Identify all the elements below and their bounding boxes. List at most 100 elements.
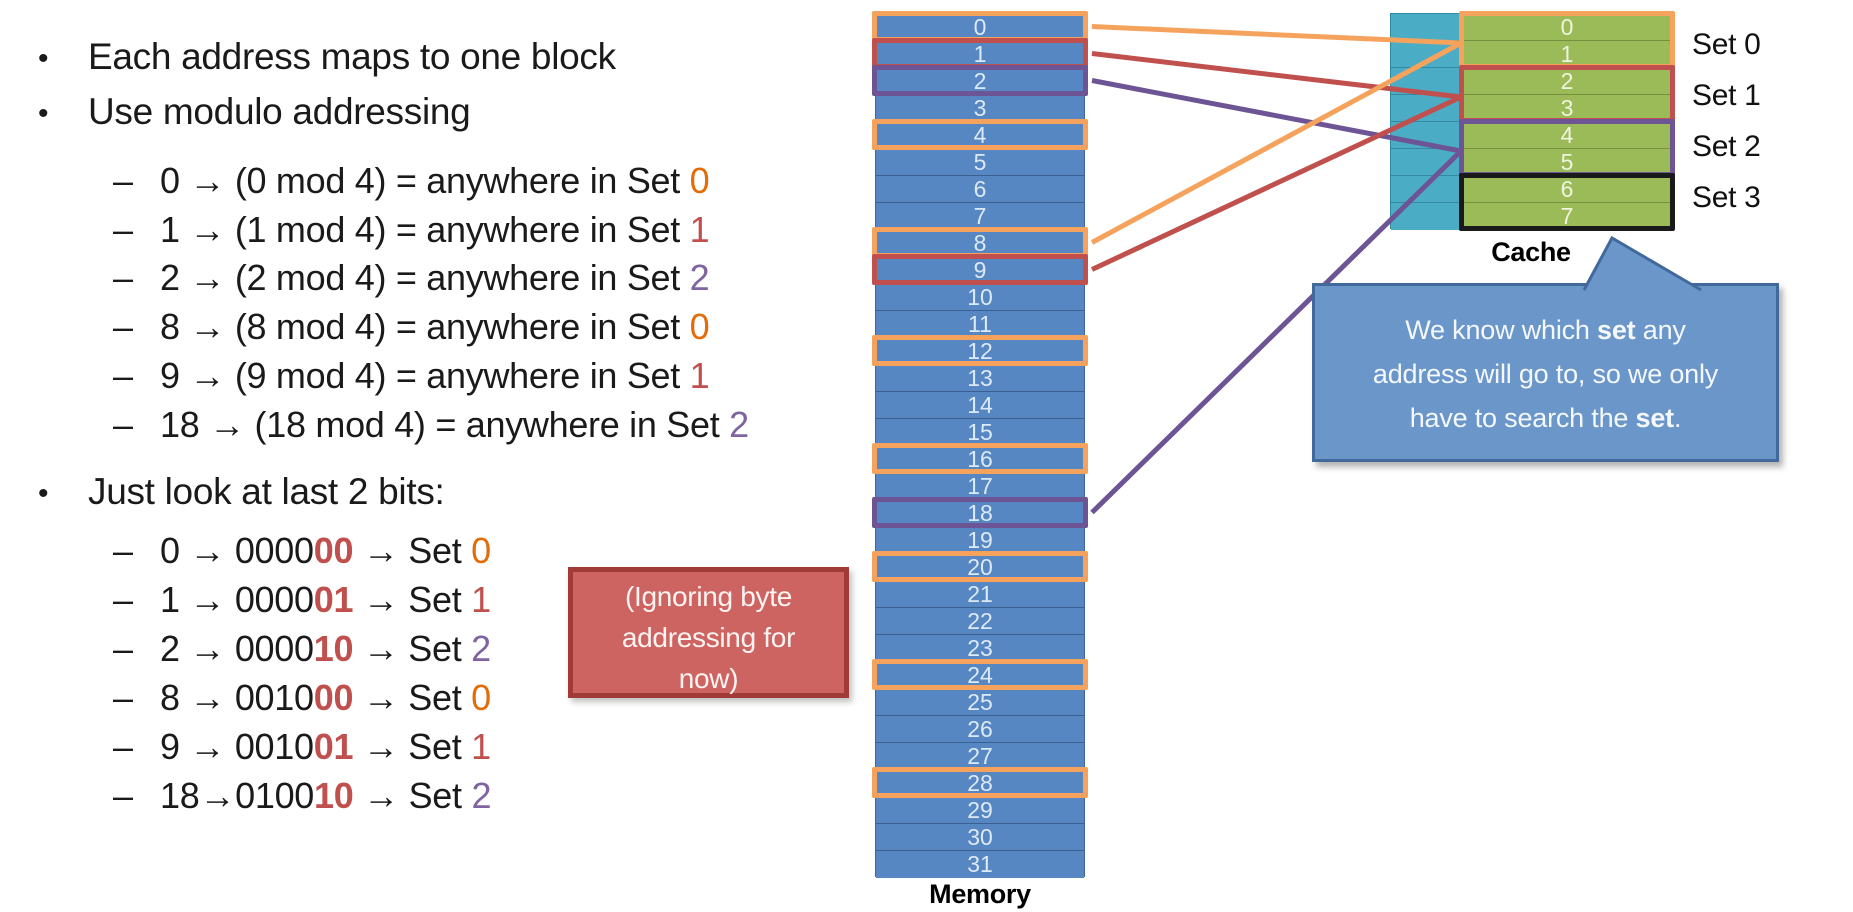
cache-row-number: 2 xyxy=(1560,68,1574,94)
memory-row-number: 5 xyxy=(973,149,987,175)
memory-row-28: 28 xyxy=(876,770,1084,797)
memory-row-number: 3 xyxy=(973,95,987,121)
memory-row-number: 30 xyxy=(967,824,993,850)
memory-row-number: 25 xyxy=(967,689,993,715)
memory-row-22: 22 xyxy=(876,608,1084,635)
memory-row-number: 24 xyxy=(967,662,993,688)
bubble-line-0: We know which set any xyxy=(1315,308,1776,352)
cache-row-7: 7 xyxy=(1463,203,1671,230)
bits-item-prefix: 0 → 0000 xyxy=(160,530,314,571)
memory-row-number: 23 xyxy=(967,635,993,661)
memory-row-17: 17 xyxy=(876,473,1084,500)
memory-row-31: 31 xyxy=(876,851,1084,878)
modulo-item-4: 9 → (9 mod 4) = anywhere in Set 1 xyxy=(113,354,710,397)
cache-tag-row-3 xyxy=(1391,95,1459,122)
memory-row-27: 27 xyxy=(876,743,1084,770)
cache-row-2: 2 xyxy=(1463,68,1671,95)
cache-set-outline-2 xyxy=(1459,119,1675,177)
bits-item-0: 0 → 000000 → Set 0 xyxy=(113,530,491,572)
memory-row-number: 13 xyxy=(967,365,993,391)
cache-tag-row-4 xyxy=(1391,122,1459,149)
set-label-0: Set 0 xyxy=(1692,28,1761,61)
memory-row-number: 4 xyxy=(973,122,987,148)
modulo-item-text: 9 → (9 mod 4) = anywhere in Set xyxy=(160,354,690,396)
cache-tag-row-0 xyxy=(1391,14,1459,41)
bubble-line-2: have to search the set. xyxy=(1315,396,1776,440)
memory-row-14: 14 xyxy=(876,392,1084,419)
bits-item-arrow-set: → Set xyxy=(353,726,472,767)
set-number: 0 xyxy=(689,306,710,348)
cache-tag-row-2 xyxy=(1391,68,1459,95)
set-number: 2 xyxy=(471,775,492,816)
memory-row-highlight-16 xyxy=(872,443,1088,474)
bits-item-prefix: 18→0100 xyxy=(160,775,315,816)
bits-item-prefix: 2 → 0000 xyxy=(160,628,314,669)
cache-row-0: 0 xyxy=(1463,14,1671,41)
last-two-bits: 01 xyxy=(313,579,354,620)
bits-item-3: 8 → 001000 → Set 0 xyxy=(113,677,491,719)
bits-item-2: 2 → 000010 → Set 2 xyxy=(113,628,491,670)
modulo-item-0: 0 → (0 mod 4) = anywhere in Set 0 xyxy=(113,160,710,202)
set-label-2: Set 2 xyxy=(1692,130,1761,163)
cache-tag-row-1 xyxy=(1391,41,1459,68)
memory-row-number: 0 xyxy=(973,14,987,40)
memory-row-number: 1 xyxy=(973,41,987,67)
memory-row-highlight-24 xyxy=(872,659,1088,690)
bubble-text: have to search the xyxy=(1409,403,1636,433)
cache-set-outline-1 xyxy=(1459,65,1675,123)
memory-row-number: 29 xyxy=(967,797,993,823)
bubble-bold-text: set xyxy=(1635,403,1675,433)
cache-tag-row-6 xyxy=(1391,176,1459,203)
set-number: 0 xyxy=(471,677,491,718)
memory-row-number: 19 xyxy=(967,527,993,553)
memory-row-10: 10 xyxy=(876,284,1084,311)
bits-item-prefix: 9 → 0010 xyxy=(160,726,314,767)
bits-item-4: 9 → 001001 → Set 1 xyxy=(113,726,491,768)
bits-item-5: 18→010010 → Set 2 xyxy=(113,775,491,817)
memory-row-highlight-20 xyxy=(872,551,1088,582)
note-line-1: addressing for xyxy=(621,622,796,653)
memory-row-15: 15 xyxy=(876,419,1084,446)
memory-row-29: 29 xyxy=(876,797,1084,824)
bits-item-arrow-set: → Set xyxy=(353,775,472,816)
bullet-modulo: Use modulo addressing xyxy=(38,89,471,137)
cache-tag-column xyxy=(1390,13,1460,230)
cache-row-number: 7 xyxy=(1560,203,1574,229)
cache-tag-row-5 xyxy=(1391,149,1459,176)
last-two-bits: 00 xyxy=(313,530,354,571)
memory-row-number: 22 xyxy=(967,608,993,634)
note-line-2: now) xyxy=(678,663,739,694)
memory-row-number: 16 xyxy=(967,446,993,472)
last-two-bits: 10 xyxy=(313,628,354,669)
memory-row-19: 19 xyxy=(876,527,1084,554)
memory-row-0: 0 xyxy=(876,14,1084,41)
cache-row-number: 5 xyxy=(1560,149,1574,175)
bits-item-1: 1 → 000001 → Set 1 xyxy=(113,579,491,621)
memory-row-number: 21 xyxy=(967,581,993,607)
memory-row-12: 12 xyxy=(876,338,1084,365)
cache-row-number: 1 xyxy=(1560,41,1574,67)
bullet-last-2-bits: Just look at last 2 bits: xyxy=(38,469,445,517)
cache-row-1: 1 xyxy=(1463,41,1671,68)
modulo-item-5: 18 → (18 mod 4) = anywhere in Set 2 xyxy=(113,404,749,446)
memory-row-number: 26 xyxy=(967,716,993,742)
set-number: 0 xyxy=(689,160,710,201)
cache-row-3: 3 xyxy=(1463,95,1671,122)
memory-row-13: 13 xyxy=(876,365,1084,392)
memory-row-number: 15 xyxy=(967,419,993,445)
memory-row-highlight-12 xyxy=(872,335,1088,366)
memory-row-21: 21 xyxy=(876,581,1084,608)
modulo-item-text: 0 → (0 mod 4) = anywhere in Set xyxy=(160,160,690,201)
set-number: 1 xyxy=(471,726,491,767)
bits-item-arrow-set: → Set xyxy=(353,628,472,669)
bubble-text: any xyxy=(1635,315,1686,345)
memory-row-number: 2 xyxy=(973,68,987,94)
memory-row-number: 17 xyxy=(967,473,993,499)
set-number: 2 xyxy=(689,257,710,299)
cache-row-6: 6 xyxy=(1463,176,1671,203)
cache-set-outline-0 xyxy=(1459,11,1675,69)
memory-row-20: 20 xyxy=(876,554,1084,581)
modulo-item-text: 8 → (8 mod 4) = anywhere in Set xyxy=(160,306,690,348)
